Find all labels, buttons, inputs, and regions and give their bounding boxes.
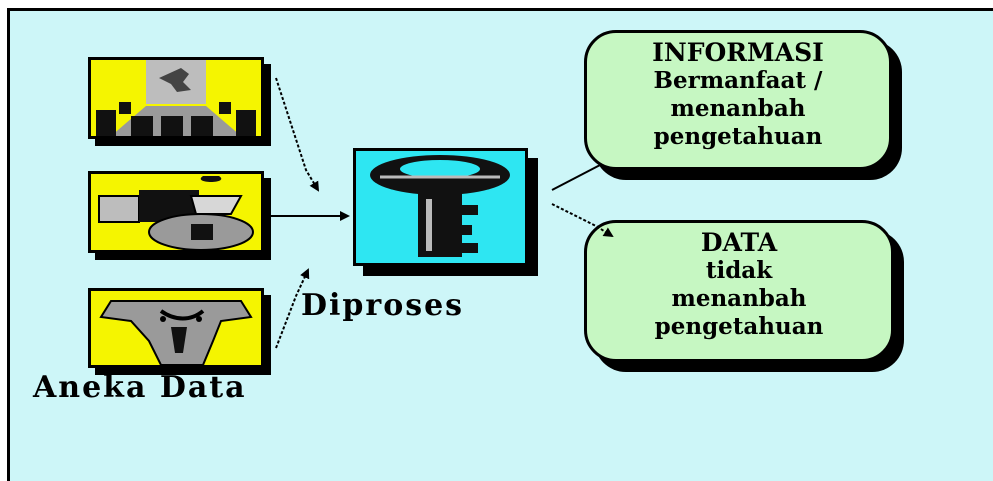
- output-informasi-title: INFORMASI: [652, 38, 824, 67]
- input-picture-elephant: [88, 288, 264, 368]
- input-picture-money: [88, 171, 264, 253]
- output-data-line-3: menanbah: [671, 285, 807, 312]
- output-data-line-4: pengetahuan: [654, 313, 824, 340]
- output-informasi-line-2: Bermanfaat /: [653, 67, 823, 94]
- output-informasi-line-4: pengetahuan: [653, 123, 823, 150]
- output-informasi: INFORMASI Bermanfaat / menanbah pengetah…: [584, 30, 892, 170]
- process-box: [353, 148, 528, 266]
- money-bag-hand-icon: [91, 174, 261, 250]
- output-informasi-line-3: menanbah: [670, 95, 806, 122]
- output-data-title: DATA: [700, 228, 778, 257]
- process-label: Diproses: [301, 288, 465, 323]
- output-data: DATA tidak menanbah pengetahuan: [584, 220, 894, 362]
- key-icon: [356, 151, 525, 263]
- elephant-icon: [91, 291, 261, 365]
- output-data-line-2: tidak: [705, 257, 773, 284]
- meeting-scene-icon: [91, 60, 261, 136]
- inputs-label: Aneka Data: [33, 370, 247, 405]
- input-picture-meeting: [88, 57, 264, 139]
